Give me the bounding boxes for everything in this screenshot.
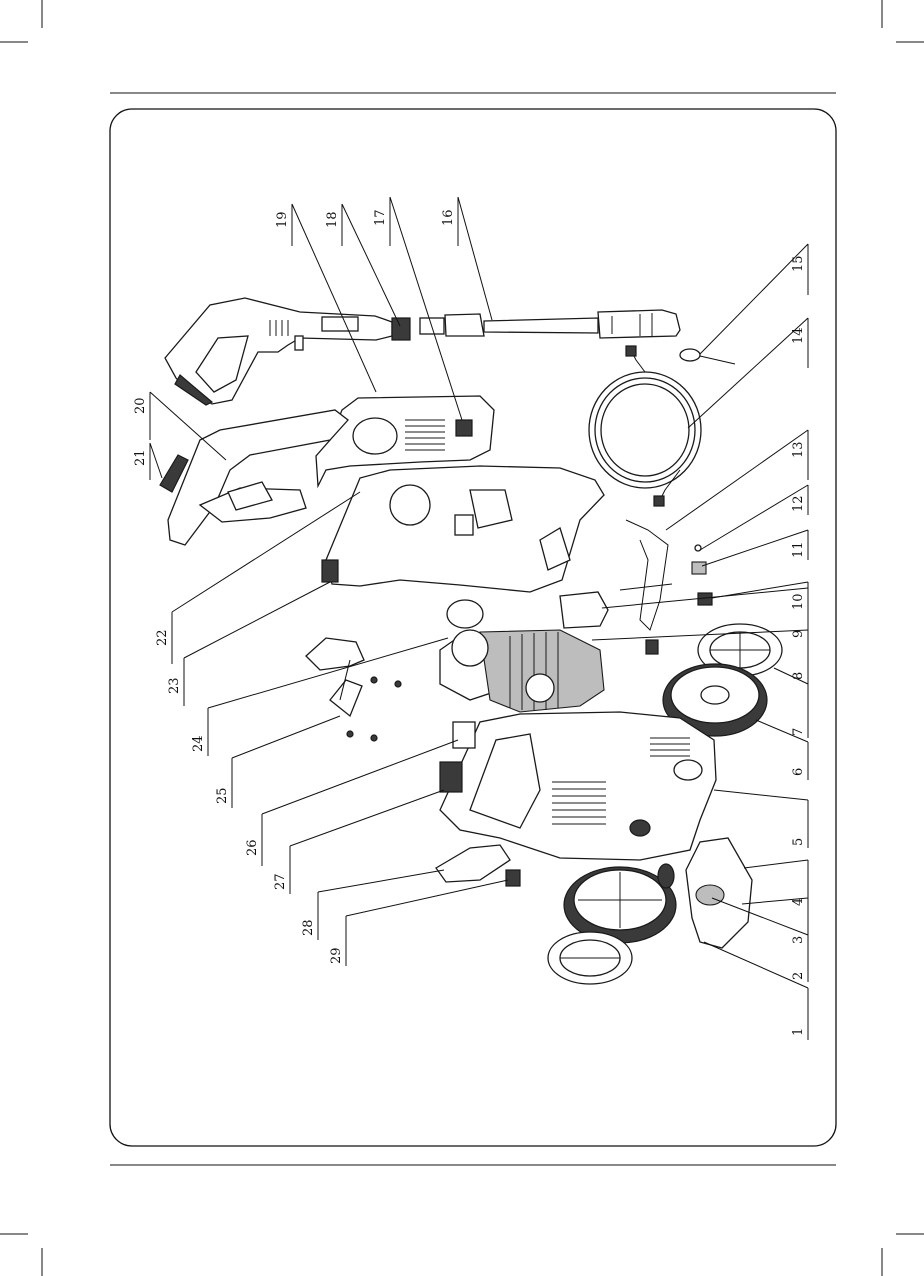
label-sticker-part	[453, 722, 475, 748]
power-cord-part	[620, 520, 672, 654]
lance-part	[420, 310, 680, 338]
callout-1: 1	[791, 1028, 806, 1036]
callout-29: 29	[329, 947, 344, 964]
hose-part	[589, 346, 701, 506]
callout-26: 26	[245, 839, 260, 856]
callout-3: 3	[791, 936, 806, 944]
main-frame-part	[440, 712, 716, 860]
callout-21: 21	[133, 449, 148, 466]
callout-10: 10	[791, 593, 806, 610]
callout-20: 20	[133, 397, 148, 414]
outlet-connector-part	[696, 885, 724, 905]
callout-13: 13	[791, 441, 806, 458]
motor-cap-part	[560, 592, 608, 628]
callout-28: 28	[301, 919, 316, 936]
front-housing-part	[322, 466, 604, 592]
callout-7: 7	[791, 728, 806, 736]
callout-11: 11	[791, 541, 806, 558]
switch-part	[692, 562, 706, 574]
inlet-connector-part	[658, 864, 674, 888]
callout-2: 2	[791, 972, 806, 980]
callout-27: 27	[273, 873, 288, 890]
foot-part	[436, 845, 510, 882]
callout-25: 25	[215, 787, 230, 804]
front-wheel-hub-part	[548, 932, 632, 984]
callout-15: 15	[791, 255, 806, 272]
callout-19: 19	[275, 211, 290, 228]
callout-9: 9	[791, 630, 806, 638]
foot-screw-part	[506, 870, 520, 886]
callout-12: 12	[791, 495, 806, 512]
callout-17: 17	[373, 209, 388, 226]
rating-plate-part	[440, 762, 462, 792]
clip-part	[698, 593, 712, 605]
parts-illustration	[160, 298, 782, 984]
callout-16: 16	[441, 209, 456, 226]
callout-23: 23	[167, 677, 182, 694]
callout-24: 24	[191, 735, 206, 752]
callout-22: 22	[155, 629, 170, 646]
callout-8: 8	[791, 672, 806, 680]
motor-pump-part	[440, 630, 604, 712]
spray-gun-part	[165, 298, 410, 405]
callout-5: 5	[791, 838, 806, 846]
callout-14: 14	[791, 327, 806, 344]
callout-6: 6	[791, 768, 806, 776]
callout-18: 18	[325, 211, 340, 228]
washer-part	[680, 349, 700, 361]
callout-4: 4	[791, 898, 806, 906]
bracket-part	[306, 638, 401, 741]
hub-cap-part	[447, 600, 483, 628]
